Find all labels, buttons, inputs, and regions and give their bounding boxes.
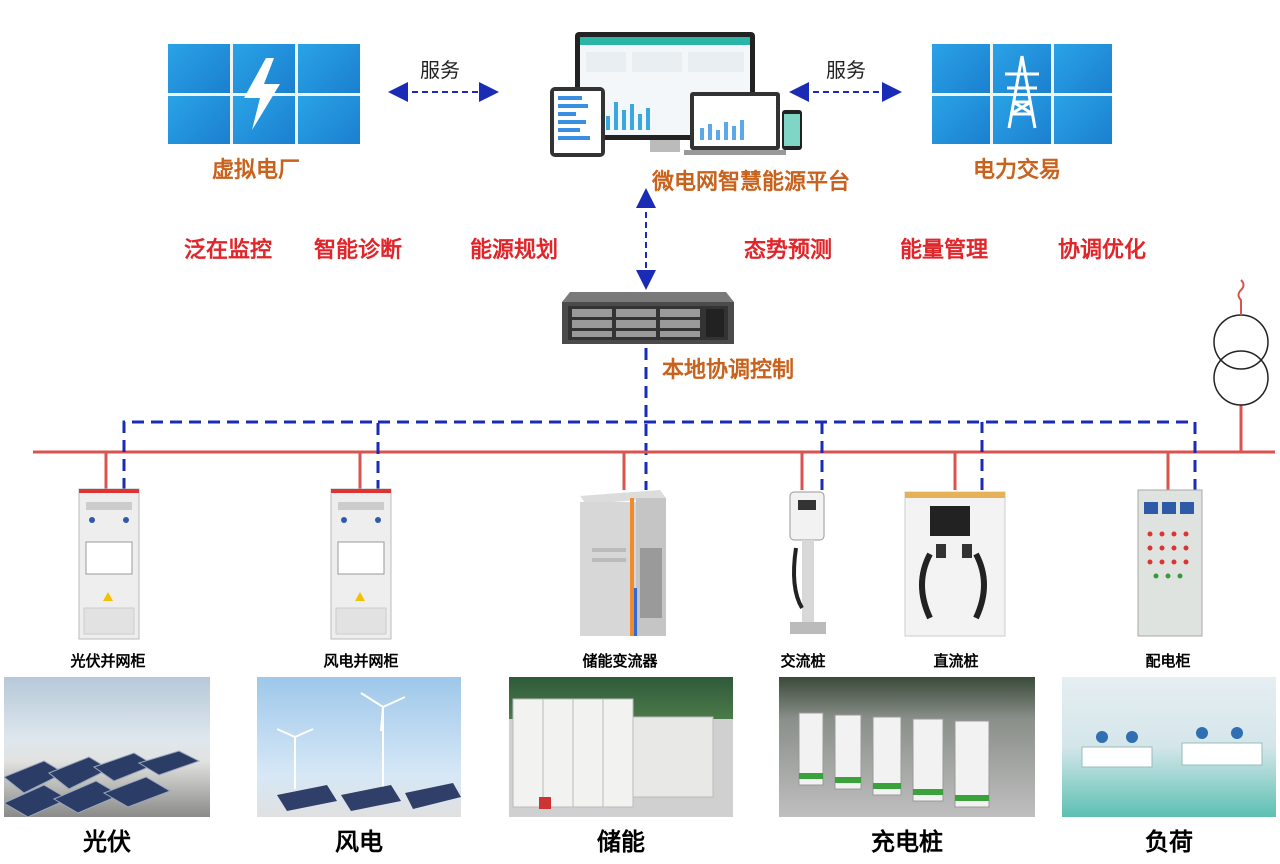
source-label-storage: 储能 (597, 828, 645, 856)
distribution-cabinet-image (1137, 489, 1203, 637)
transformer-symbol (1213, 279, 1269, 406)
dc-charger-image (904, 491, 1006, 637)
function-diagnosis: 智能诊断 (314, 238, 403, 263)
power-trading-label: 电力交易 (973, 158, 1062, 183)
service-label-right: 服务 (826, 58, 866, 82)
platform-devices-image (550, 32, 802, 157)
function-planning: 能源规划 (470, 238, 559, 263)
source-label-pv: 光伏 (83, 828, 131, 856)
function-forecast: 态势预测 (744, 238, 833, 263)
pv-grid-cabinet-image (78, 488, 140, 640)
ac-charger-image (789, 491, 826, 634)
function-coordination: 协调优化 (1058, 238, 1147, 263)
photo-load (1062, 677, 1276, 817)
transmission-tower-icon (1005, 55, 1039, 129)
device-label-wind-cabinet: 风电并网柜 (323, 652, 399, 670)
source-label-charging: 充电桩 (871, 828, 943, 856)
source-label-load: 负荷 (1145, 828, 1193, 856)
device-label-pv-cabinet: 光伏并网柜 (70, 652, 146, 670)
function-monitoring: 泛在监控 (184, 238, 273, 263)
source-label-wind: 风电 (335, 828, 383, 856)
device-label-ac-charger: 交流桩 (780, 652, 826, 670)
local-controller-image (562, 292, 734, 344)
photo-pv (4, 677, 210, 817)
storage-converter-image (580, 490, 666, 636)
local-controller-label: 本地协调控制 (662, 358, 795, 383)
photo-charging-piles (779, 677, 1035, 817)
power-drops (104, 405, 1243, 490)
photo-storage (509, 677, 733, 817)
photo-wind (257, 677, 461, 817)
device-label-storage-converter: 储能变流器 (582, 652, 658, 670)
wind-grid-cabinet-image (330, 488, 392, 640)
virtual-power-plant-label: 虚拟电厂 (212, 158, 301, 183)
comm-network (122, 420, 1197, 490)
virtual-power-plant-display (168, 44, 360, 144)
device-label-dc-charger: 直流桩 (933, 652, 979, 670)
platform-label: 微电网智慧能源平台 (652, 170, 851, 195)
function-energy-management: 能量管理 (900, 238, 989, 263)
service-label-left: 服务 (420, 58, 460, 82)
device-label-distribution-cabinet: 配电柜 (1145, 652, 1191, 670)
lightning-icon (244, 58, 280, 130)
